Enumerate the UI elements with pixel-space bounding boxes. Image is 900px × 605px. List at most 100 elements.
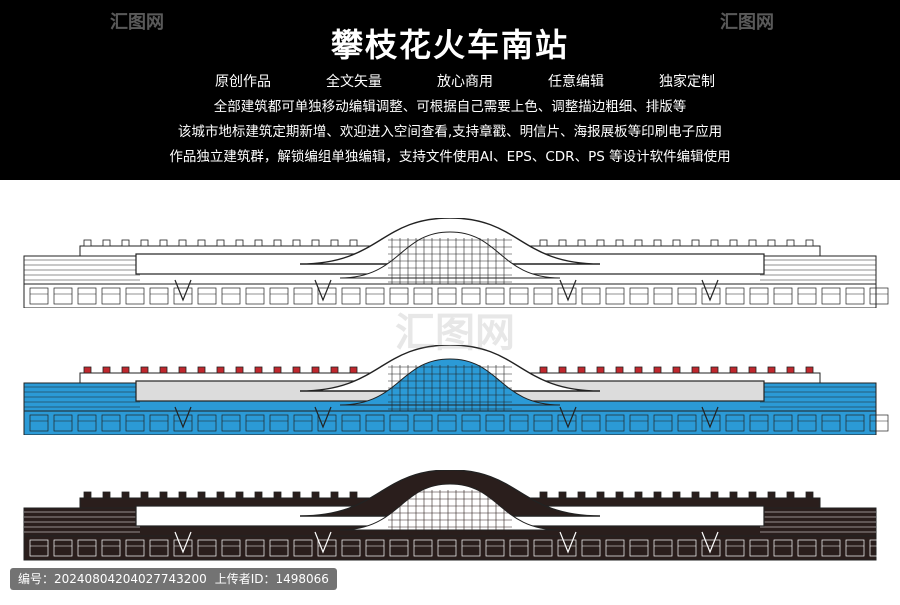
header-banner: 攀枝花火车南站 原创作品 全文矢量 放心商用 任意编辑 独家定制 全部建筑都可单… xyxy=(0,0,900,180)
v-column xyxy=(701,279,719,302)
ground-window xyxy=(101,414,121,432)
roof-notch xyxy=(615,366,624,374)
ground-window xyxy=(845,414,865,432)
arch-glass xyxy=(339,483,561,531)
roof-notch xyxy=(349,491,358,499)
roof-notch xyxy=(710,366,719,374)
ground-window xyxy=(101,539,121,557)
roof-notch xyxy=(254,239,263,247)
ground-window xyxy=(533,414,553,432)
roof-notch xyxy=(197,491,206,499)
ground-window xyxy=(269,414,289,432)
roof-notch xyxy=(596,491,605,499)
ground-window xyxy=(389,287,409,305)
roof-notch xyxy=(748,366,757,374)
footer-info-bar: 编号：20240804204027743200 上传者ID：1498066 xyxy=(10,568,337,590)
roof-notch xyxy=(729,239,738,247)
tag-custom: 独家定制 xyxy=(659,74,715,90)
ground-window xyxy=(173,287,193,305)
ground-window xyxy=(485,287,505,305)
roof-notch xyxy=(672,366,681,374)
ground-window xyxy=(677,287,697,305)
roof-notch xyxy=(83,239,92,247)
roof-notch xyxy=(83,491,92,499)
roof-notch xyxy=(805,239,814,247)
ground-window xyxy=(437,539,457,557)
roof-notch xyxy=(121,366,130,374)
ground-window xyxy=(461,287,481,305)
ground-window xyxy=(701,539,721,557)
ground-window xyxy=(749,287,769,305)
ground-window xyxy=(149,287,169,305)
arch-glass xyxy=(339,231,561,279)
roof-notch xyxy=(615,491,624,499)
ground-window xyxy=(77,287,97,305)
roof-notch xyxy=(786,491,795,499)
ground-window xyxy=(293,287,313,305)
uploader-value: 1498066 xyxy=(275,572,329,586)
ground-window xyxy=(701,287,721,305)
roof-notch xyxy=(767,366,776,374)
feature-tags: 原创作品 全文矢量 放心商用 任意编辑 独家定制 xyxy=(215,71,715,91)
ground-window xyxy=(629,539,649,557)
v-column xyxy=(174,406,192,429)
roof-notch xyxy=(349,366,358,374)
ground-window xyxy=(653,539,673,557)
v-column xyxy=(701,406,719,429)
ground-window xyxy=(677,539,697,557)
roof-notch xyxy=(178,366,187,374)
ground-window xyxy=(461,414,481,432)
ground-window xyxy=(53,414,73,432)
ground-window xyxy=(341,287,361,305)
roof-notch xyxy=(577,491,586,499)
roof-notch xyxy=(615,239,624,247)
roof-notch xyxy=(691,366,700,374)
ground-window xyxy=(197,539,217,557)
roof-notch xyxy=(634,491,643,499)
roof-notch xyxy=(83,366,92,374)
roof-notch xyxy=(558,366,567,374)
ground-window xyxy=(509,539,529,557)
ground-window xyxy=(485,414,505,432)
ground-window xyxy=(581,287,601,305)
roof-notch xyxy=(292,239,301,247)
roof-notch xyxy=(197,239,206,247)
roof-notch xyxy=(539,491,548,499)
roof-notch xyxy=(330,239,339,247)
ground-window xyxy=(845,287,865,305)
roof-notch xyxy=(539,366,548,374)
ground-window xyxy=(125,414,145,432)
tag-editable: 任意编辑 xyxy=(548,74,604,90)
ground-window xyxy=(869,539,889,557)
ground-window xyxy=(317,414,337,432)
roof-notch xyxy=(292,491,301,499)
tag-original: 原创作品 xyxy=(215,74,271,90)
tag-vector: 全文矢量 xyxy=(326,74,382,90)
station-illustration-outline xyxy=(23,218,889,308)
roof-notch xyxy=(292,366,301,374)
uploader-label: 上传者ID： xyxy=(214,572,276,586)
ground-window xyxy=(77,414,97,432)
ground-window xyxy=(53,539,73,557)
roof-notch xyxy=(691,239,700,247)
watermark-logo: 汇图网 xyxy=(720,12,774,33)
roof-notch xyxy=(330,366,339,374)
roof-notch xyxy=(140,239,149,247)
ground-window xyxy=(245,287,265,305)
description-line-2: 该城市地标建筑定期新增、欢迎进入空间查看,支持章戳、明信片、海报展板等印刷电子应… xyxy=(177,124,723,140)
ground-window xyxy=(365,539,385,557)
roof-notch xyxy=(710,491,719,499)
roof-notch xyxy=(634,366,643,374)
ground-window xyxy=(509,414,529,432)
roof-notch xyxy=(748,491,757,499)
ground-window xyxy=(341,414,361,432)
ground-window xyxy=(269,287,289,305)
roof-notch xyxy=(159,239,168,247)
ground-window xyxy=(533,287,553,305)
roof-notch xyxy=(273,491,282,499)
ground-window xyxy=(821,287,841,305)
ground-window xyxy=(125,287,145,305)
roof-notch xyxy=(653,366,662,374)
ground-window xyxy=(413,414,433,432)
ground-window xyxy=(629,287,649,305)
